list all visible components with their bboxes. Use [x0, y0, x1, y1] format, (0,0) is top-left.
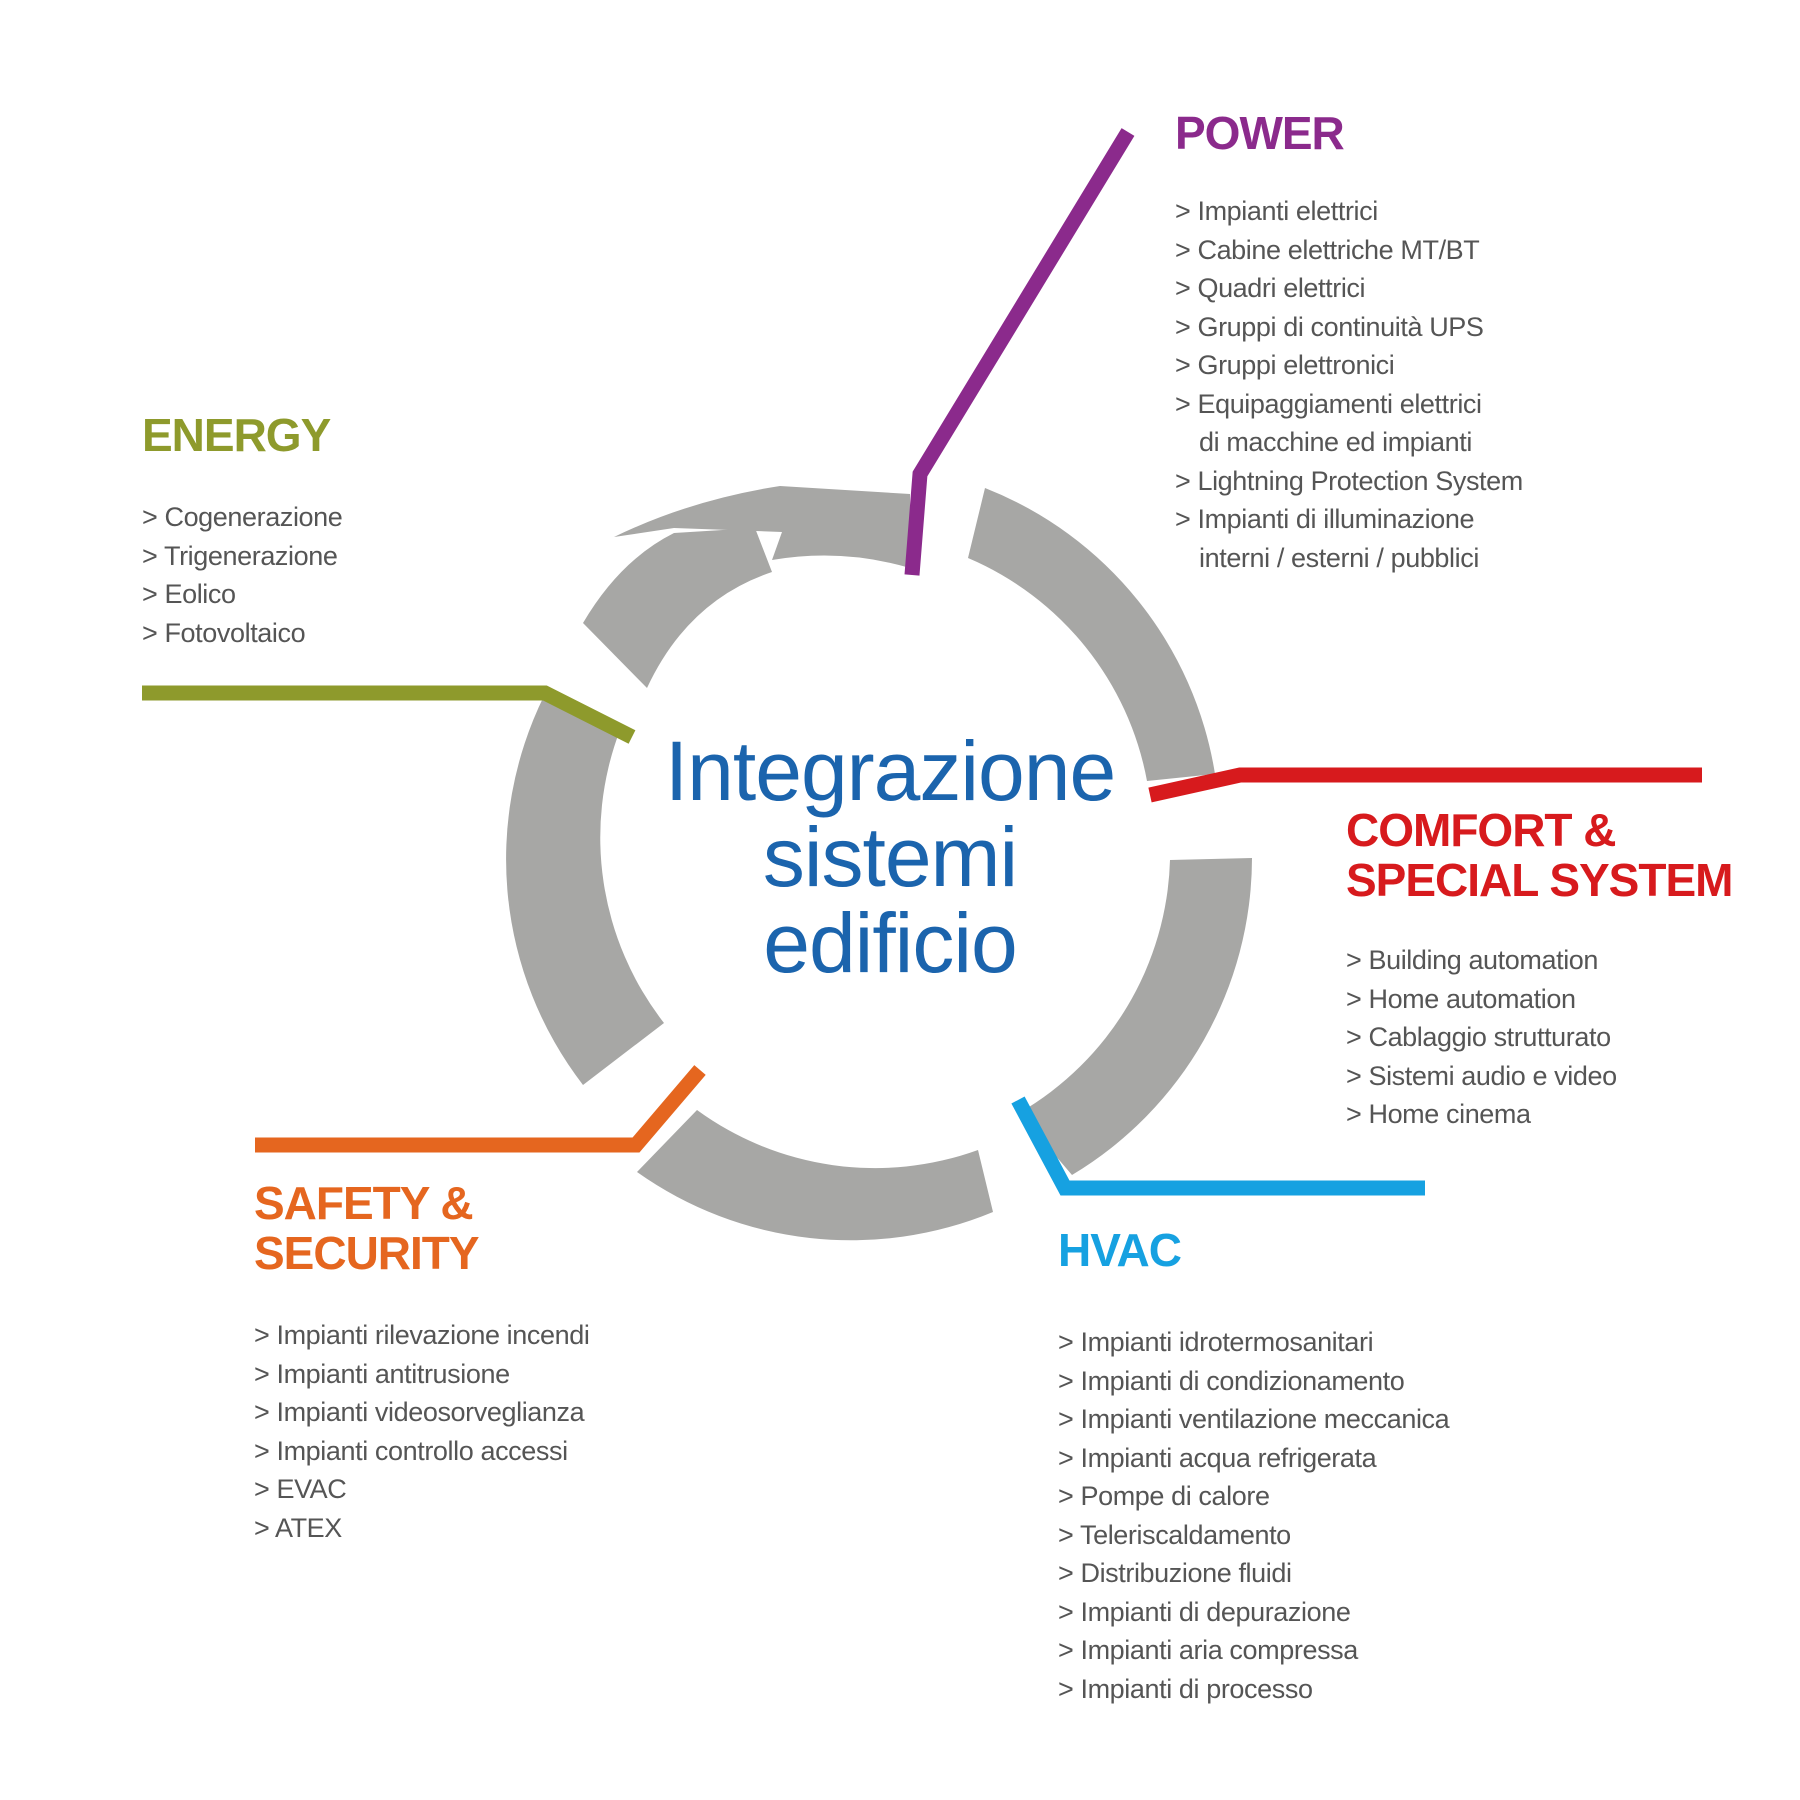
comfort-heading-line-1: COMFORT & [1346, 804, 1617, 856]
list-item: > Trigenerazione [142, 540, 338, 571]
list-item: > Impianti ventilazione meccanica [1058, 1404, 1450, 1434]
center-title-line-1: Integrazione [664, 724, 1116, 818]
list-item: > Equipaggiamenti elettrici [1175, 388, 1482, 419]
list-item: > Gruppi di continuità UPS [1175, 311, 1484, 342]
list-item: > Impianti rilevazione incendi [254, 1320, 590, 1350]
ring-segment-hvac [637, 1110, 993, 1241]
list-item: > Impianti videosorveglianza [254, 1397, 585, 1427]
ring-segment-energy-arrow [583, 528, 772, 688]
power-list: > Impianti elettrici > Cabine elettriche… [1175, 192, 1523, 577]
list-item: > Impianti di processo [1058, 1673, 1313, 1704]
list-item: > Teleriscaldamento [1058, 1519, 1291, 1550]
connector-comfort [1148, 767, 1702, 803]
list-item-continuation: interni / esterni / pubblici [1199, 542, 1479, 573]
comfort-heading-line-2: SPECIAL SYSTEM [1346, 854, 1733, 906]
list-item: > Distribuzione fluidi [1058, 1558, 1292, 1588]
list-item: > Building automation [1346, 945, 1599, 975]
energy-list: > Cogenerazione > Trigenerazione > Eolic… [142, 498, 343, 652]
list-item: > EVAC [254, 1474, 347, 1504]
ring-segment-safety [506, 696, 664, 1085]
center-title-line-2: sistemi [762, 810, 1018, 904]
energy-block: ENERGY > Cogenerazione > Trigenerazione … [142, 409, 343, 652]
hvac-list: > Impianti idrotermosanitari > Impianti … [1058, 1323, 1450, 1708]
energy-heading: ENERGY [142, 409, 331, 461]
list-item: > Impianti idrotermosanitari [1058, 1327, 1374, 1357]
list-item: > Impianti di illuminazione [1175, 504, 1475, 534]
list-item: > Impianti acqua refrigerata [1058, 1442, 1377, 1473]
list-item: > Impianti di condizionamento [1058, 1365, 1405, 1396]
safety-heading: SAFETY & SECURITY [254, 1178, 589, 1278]
center-title: Integrazione sistemi edificio [620, 728, 1160, 986]
list-item: > Sistemi audio e video [1346, 1060, 1617, 1091]
ring-segment-comfort [1019, 858, 1252, 1175]
safety-heading-line-2: SECURITY [254, 1227, 480, 1279]
hvac-block: HVAC > Impianti idrotermosanitari > Impi… [1058, 1224, 1450, 1708]
list-item: > Impianti di depurazione [1058, 1596, 1351, 1627]
list-item: > Home automation [1346, 983, 1576, 1014]
power-heading: POWER [1175, 107, 1345, 159]
hvac-heading: HVAC [1058, 1224, 1182, 1276]
list-item: > Fotovoltaico [142, 617, 306, 648]
safety-heading-line-1: SAFETY & [254, 1177, 474, 1229]
comfort-heading: COMFORT & SPECIAL SYSTEM [1346, 804, 1733, 906]
comfort-list: > Building automation > Home automation … [1346, 941, 1732, 1134]
list-item: > Impianti controllo accessi [254, 1435, 568, 1466]
safety-block: SAFETY & SECURITY > Impianti rilevazione… [254, 1178, 590, 1547]
list-item: > Impianti elettrici [1175, 196, 1378, 226]
list-item: > Lightning Protection System [1175, 465, 1523, 496]
list-item-continuation: di macchine ed impianti [1199, 427, 1472, 457]
list-item: > Cabine elettriche MT/BT [1175, 234, 1480, 265]
list-item: > Cablaggio strutturato [1346, 1022, 1611, 1052]
connector-energy [142, 685, 636, 744]
safety-list: > Impianti rilevazione incendi > Impiant… [254, 1316, 590, 1547]
list-item: > Cogenerazione [142, 502, 343, 532]
list-item: > ATEX [254, 1512, 342, 1543]
connector-safety [255, 1065, 706, 1153]
list-item: > Quadri elettrici [1175, 273, 1366, 303]
list-item: > Impianti aria compressa [1058, 1635, 1358, 1665]
connector-hvac [1011, 1096, 1425, 1196]
list-item: > Gruppi elettronici [1175, 350, 1395, 380]
power-block: POWER > Impianti elettrici > Cabine elet… [1175, 108, 1523, 577]
list-item: > Eolico [142, 579, 236, 609]
list-item: > Home cinema [1346, 1099, 1531, 1129]
connector-power [904, 128, 1135, 576]
comfort-block: COMFORT & SPECIAL SYSTEM > Building auto… [1346, 804, 1733, 1134]
ring-segment-power [968, 488, 1215, 781]
list-item: > Pompe di calore [1058, 1481, 1270, 1511]
ring-segment-energy-arrow-top [614, 486, 910, 568]
center-title-line-3: edificio [763, 896, 1017, 990]
list-item: > Impianti antitrusione [254, 1358, 510, 1389]
